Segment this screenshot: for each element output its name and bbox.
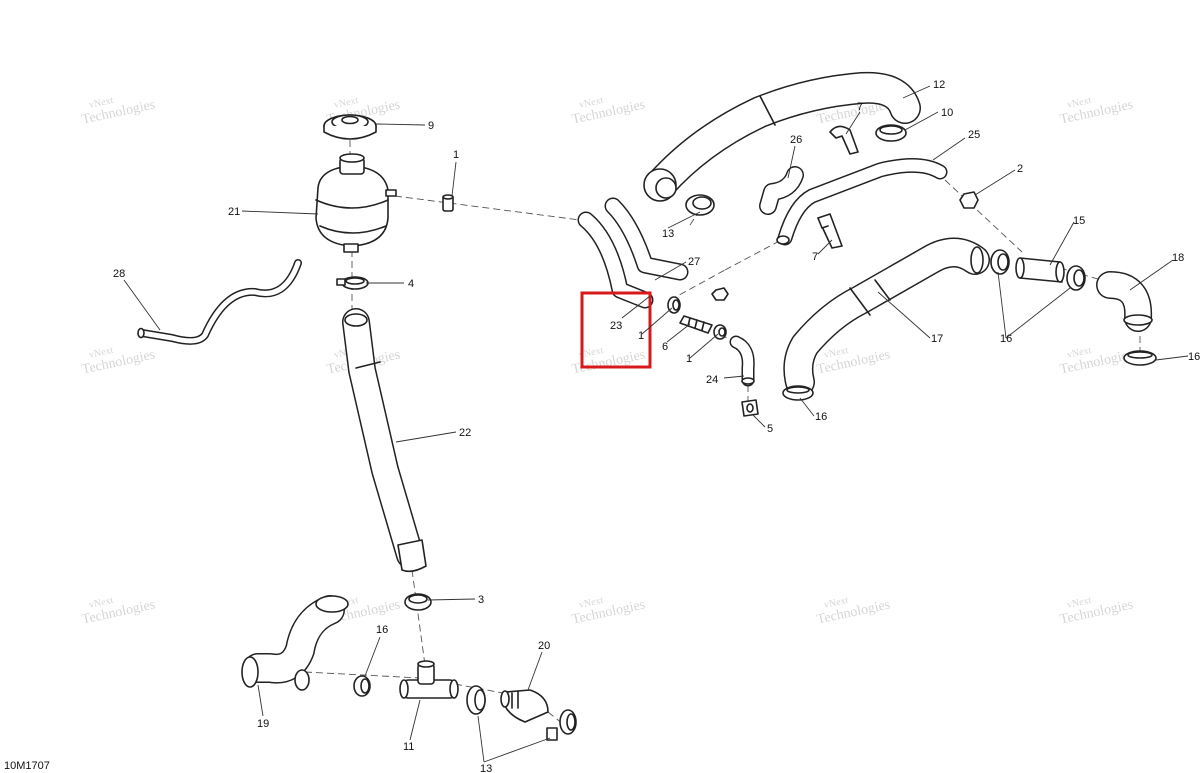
watermark: vNext Technologies [81,345,157,378]
callout-7: 7 [812,251,818,263]
watermark: vNext Technologies [571,95,647,128]
watermarks: vNext Technologies vNext Technologies vN… [81,95,1135,628]
callout-5: 5 [767,423,773,435]
callout-16: 16 [376,624,388,636]
watermark: vNext Technologies [1059,95,1135,128]
reservoir-cap [323,114,377,140]
callout-16: 16 [815,411,827,423]
callout-24: 24 [706,374,718,386]
callout-13: 13 [480,763,492,773]
highlight-box [580,291,652,369]
callout-22: 22 [459,427,471,439]
callout-2: 2 [1017,163,1023,175]
watermark: vNext Technologies [571,595,647,628]
watermark-line1: vNext [1066,345,1092,361]
hose-22 [342,308,427,573]
hose-25 [776,158,948,246]
callout-26: 26 [790,134,802,146]
callout-28: 28 [113,268,125,280]
callout-12: 12 [933,79,945,91]
callout-15: 15 [1073,215,1085,227]
clamp-16-right-b [1066,265,1086,291]
watermark-line1: vNext [1066,95,1092,111]
callout-25: 25 [968,129,980,141]
watermark: vNext Technologies [816,595,892,628]
elbow-18 [1096,271,1153,332]
watermark-line1: vNext [88,345,114,361]
large-hose-17 [783,237,990,397]
clamp-1-right [713,324,727,340]
callout-16: 16 [1188,351,1200,363]
coolant-reservoir-tank [315,153,397,253]
elbow-hose-19 [241,595,349,691]
callout-6: 6 [662,341,668,353]
clamp-4 [336,276,369,290]
connector-15 [1015,257,1065,283]
watermark-line1: vNext [88,595,114,611]
callout-13: 13 [662,228,674,240]
clamp-16-bottom [353,675,371,697]
callout-1: 1 [686,353,692,365]
watermark-line1: vNext [823,595,849,611]
callout-11: 11 [403,741,414,753]
callout-27: 27 [688,256,700,268]
callout-18: 18 [1172,252,1184,264]
leader-lines [123,85,1189,763]
clamp-13-upper [685,194,715,216]
overflow-tube-28 [137,259,302,345]
callout-21: 21 [228,206,240,218]
upper-hose-12 [643,71,921,202]
clamp-16-far-right [1123,350,1157,366]
callout-1: 1 [638,330,644,342]
callout-17: 17 [931,333,943,345]
clamp-16-lower [782,385,814,401]
watermark: vNext Technologies [1059,595,1135,628]
clip-5 [741,399,759,417]
callout-9: 9 [428,120,434,132]
figure-code: 10M1707 [4,760,50,772]
callout-10: 10 [941,107,953,119]
watermark-line1: vNext [578,95,604,111]
watermark-line1: vNext [333,95,359,111]
hose-27 [577,197,689,309]
fitting-1 [442,194,454,212]
watermark-line1: vNext [823,345,849,361]
callout-1: 1 [453,149,459,161]
callout-23: 23 [610,320,622,332]
clamp-3 [404,593,432,611]
callout-3: 3 [478,594,484,606]
watermark: vNext Technologies [1059,345,1135,378]
callout-16: 16 [1000,333,1012,345]
bracket-7-lower [817,213,843,249]
short-hose-20 [500,689,549,723]
watermark-line1: vNext [88,95,114,111]
clamp-13-bottom-a [466,685,486,715]
clamp-13-bottom-b [546,709,577,741]
t-fitting-11 [399,660,459,699]
short-hose-26 [759,166,804,215]
clamp-10 [875,124,907,142]
fitting-2 [959,191,979,209]
bracket-7-upper [829,125,859,155]
watermark: vNext Technologies [81,95,157,128]
callout-7: 7 [857,101,863,113]
callout-19: 19 [257,718,269,730]
small-hose-24 [729,335,755,387]
callout-4: 4 [408,278,414,290]
callout-20: 20 [538,640,550,652]
nut [711,287,729,301]
assembly-lines [304,140,1141,729]
watermark: vNext Technologies [571,345,647,378]
watermark: vNext Technologies [81,595,157,628]
clamp-16-right-a [990,249,1010,275]
watermark-line1: vNext [578,595,604,611]
watermark-line1: vNext [578,345,604,361]
callouts: 9 1 21 4 28 22 3 16 19 11 20 13 12 7 10 … [113,79,1200,773]
connector-6 [679,315,713,334]
watermark-line1: vNext [1066,595,1092,611]
clamp-1-mid [667,296,681,314]
